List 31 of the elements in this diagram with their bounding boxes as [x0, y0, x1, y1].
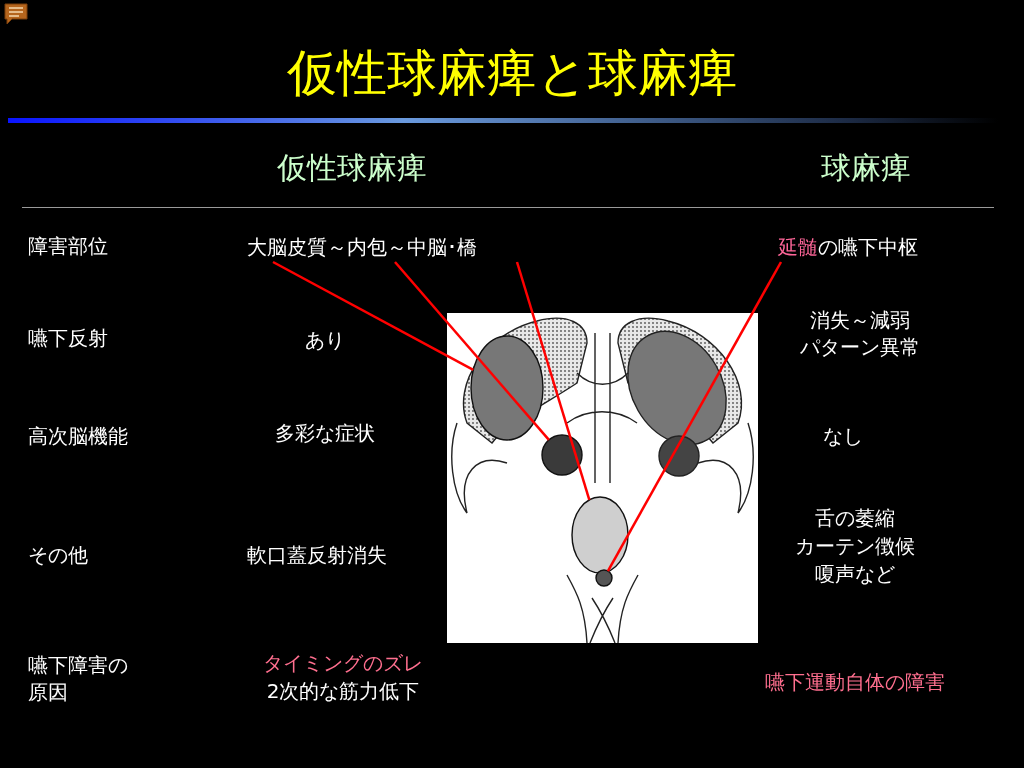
nucleus-circle — [541, 434, 583, 476]
column-heading: 仮性球麻痺 — [277, 150, 427, 186]
entry-text: 嚥下運動自体の障害 — [765, 669, 945, 695]
row-heading: 高次脳機能 — [28, 423, 128, 449]
entry-text: 消失～減弱 — [810, 307, 910, 333]
region-label: 延髄の嚥下中枢 — [756, 232, 940, 262]
row-heading: 障害部位 — [28, 233, 108, 259]
column-heading: 球麻痺 — [821, 150, 911, 186]
leader-line — [272, 260, 474, 371]
entry-text: 舌の萎縮 — [815, 505, 895, 531]
cortex-region — [470, 335, 544, 441]
leader-line — [606, 261, 783, 572]
row-heading: 嚥下反射 — [28, 325, 108, 351]
slide-title: 仮性球麻痺と球麻痺 — [285, 43, 739, 104]
medulla-circle — [595, 569, 613, 587]
entry-text: あり — [305, 327, 345, 353]
leader-line — [394, 261, 550, 441]
row-heading: 嚥下障害の — [28, 652, 128, 678]
entry-text: なし — [823, 423, 863, 449]
row-heading: 原因 — [28, 679, 68, 705]
row-heading: その他 — [28, 542, 88, 568]
region-label: 大脳皮質～内包～中脳･橋 — [203, 232, 521, 262]
entry-text: カーテン徴候 — [795, 533, 915, 559]
leader-line — [515, 261, 591, 501]
entry-text: パターン異常 — [800, 334, 920, 360]
entry-text: タイミングのズレ — [263, 650, 423, 676]
entry-text: 多彩な症状 — [275, 420, 375, 446]
entry-text: 軟口蓋反射消失 — [247, 542, 387, 568]
entry-text: 2次的な筋力低下 — [266, 678, 420, 704]
pons-ellipse — [571, 496, 629, 574]
entry-text: 嗄声など — [815, 561, 895, 587]
